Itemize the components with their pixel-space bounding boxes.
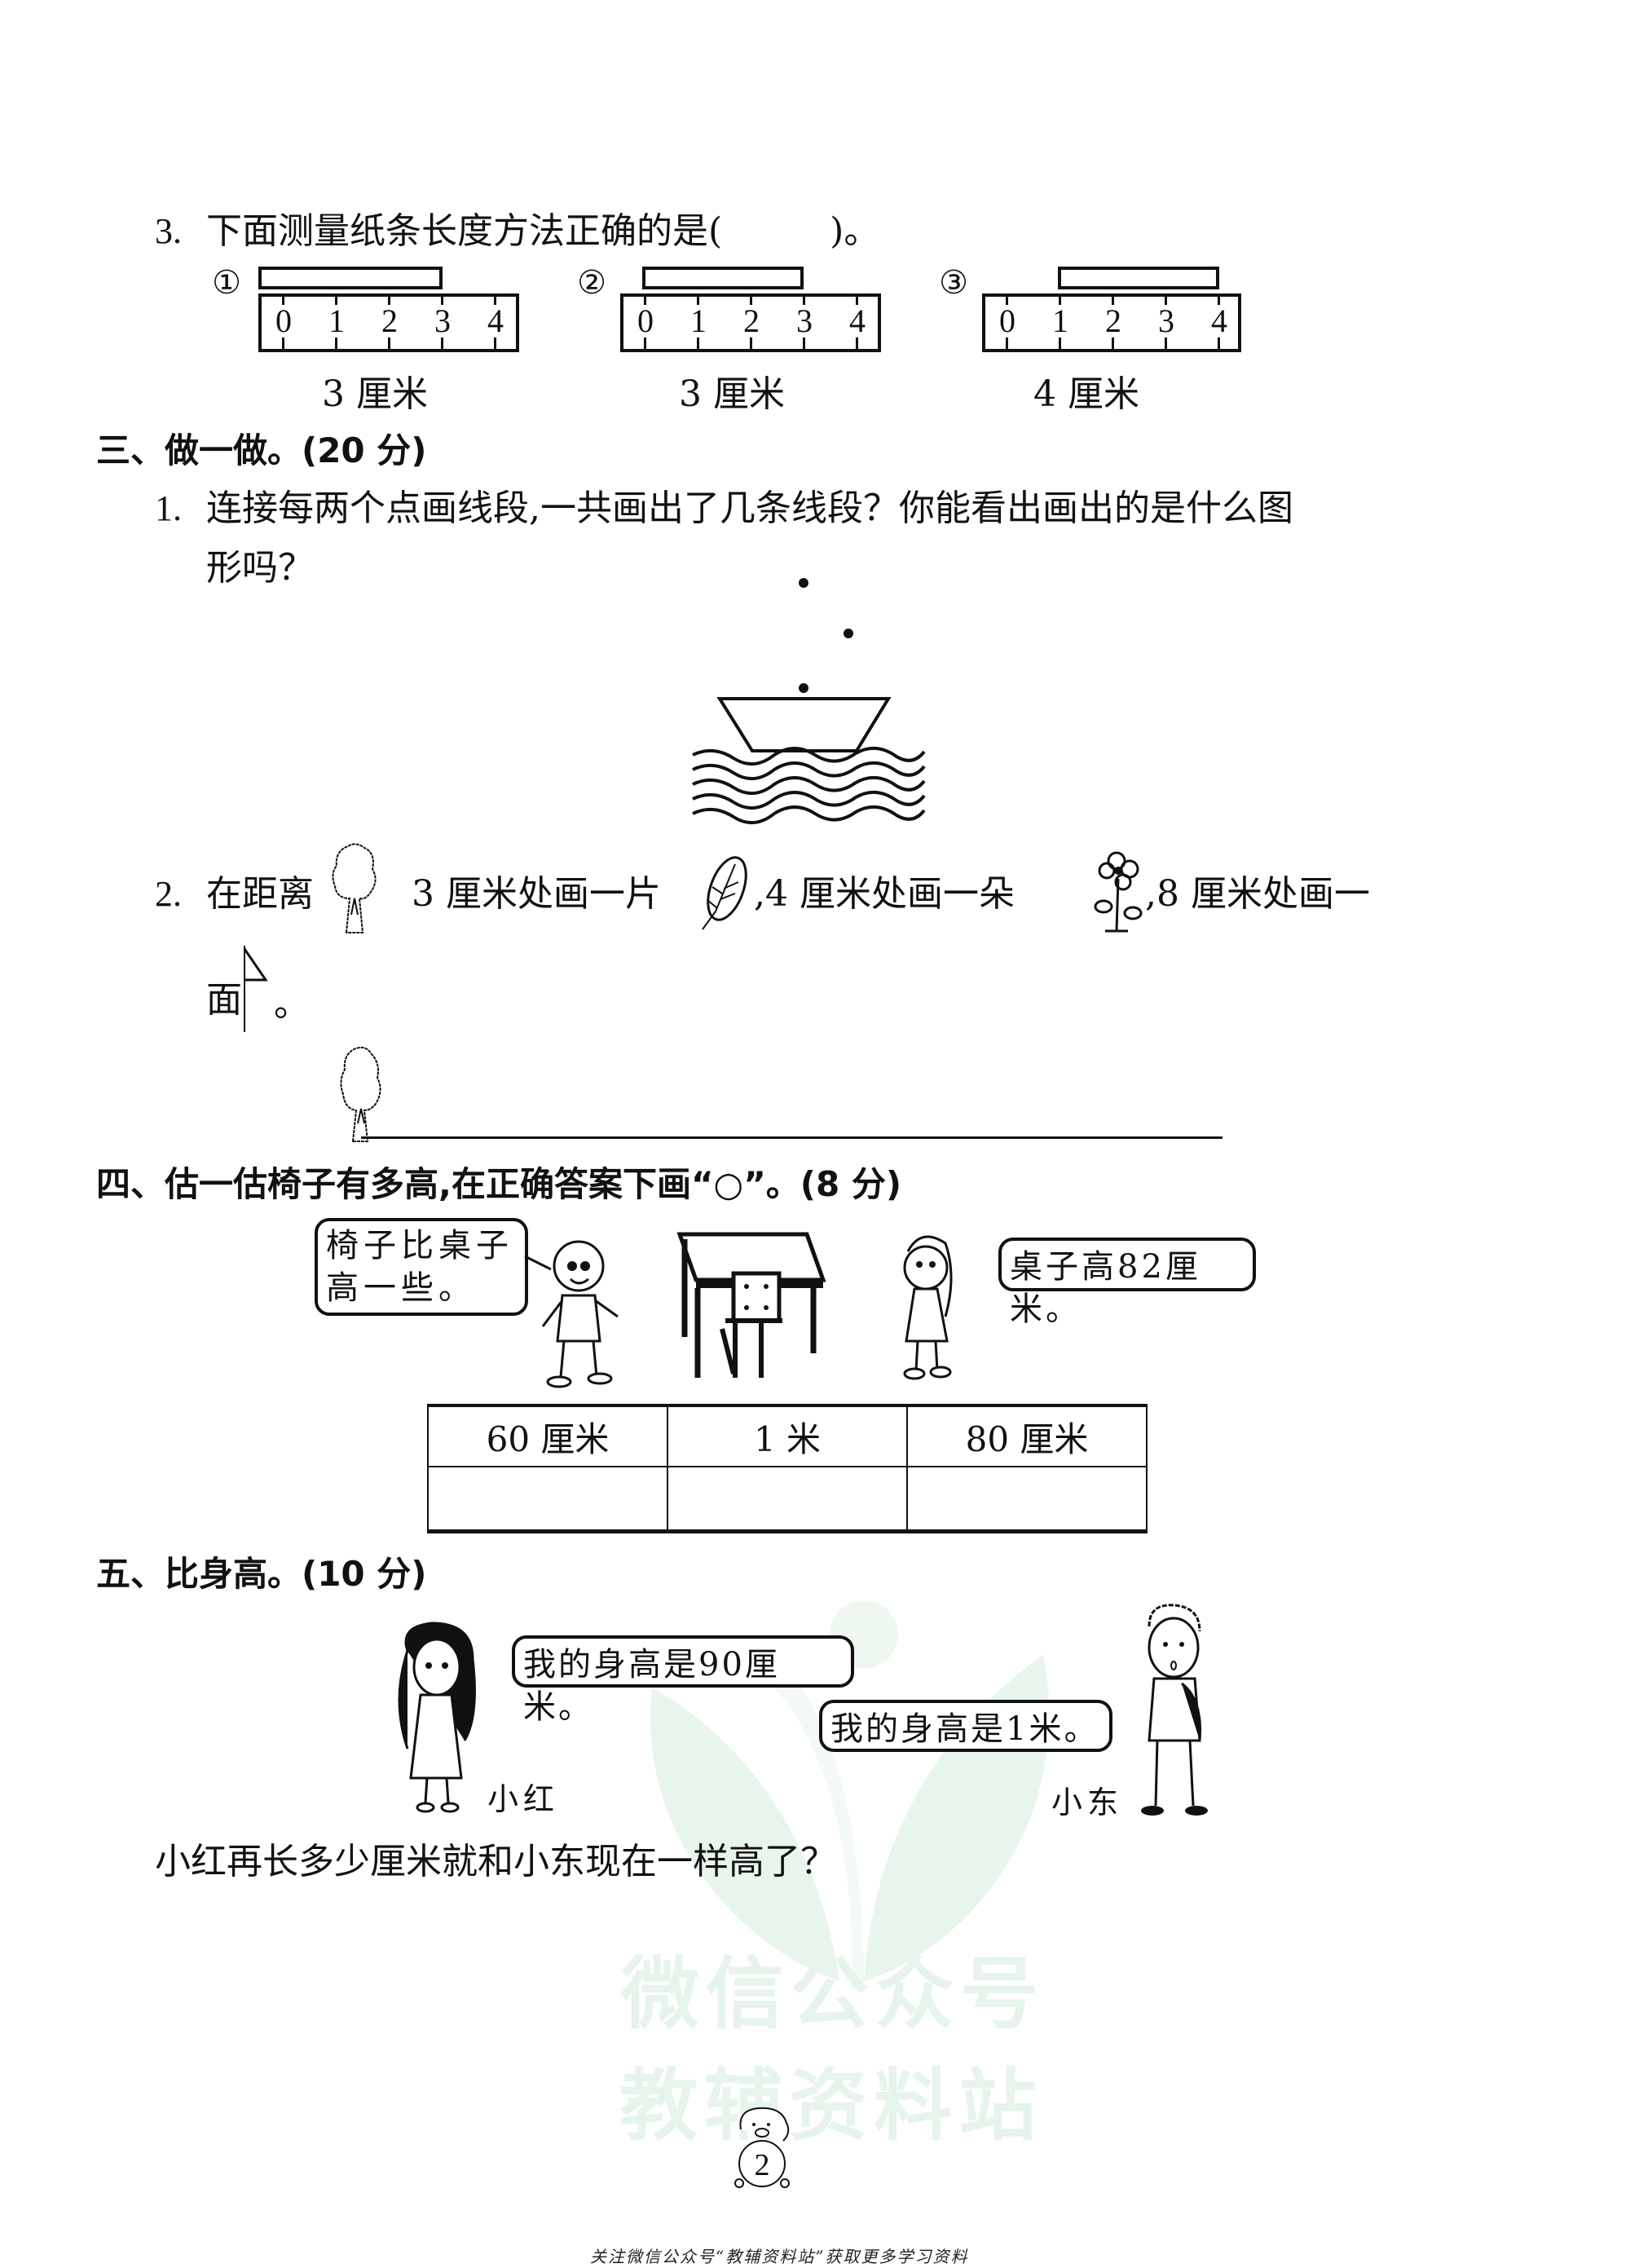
s3-q2-part3: ,4 厘米处画一朵 [754, 873, 1015, 915]
boy-bubble-line1: 椅子比桌子 [326, 1227, 513, 1264]
option-1-marker: ① [212, 264, 241, 301]
s3-q2-part5: 面 [206, 979, 242, 1021]
tree-icon [330, 841, 379, 938]
s3-q2-part6: 。 [274, 983, 310, 1025]
ruler-3-tick-0: 0 [998, 302, 1016, 339]
xiaodong-speech-bubble: 我的身高是1米。 [819, 1700, 1112, 1752]
xiaohong-label: 小红 [487, 1781, 560, 1817]
s3-q1-line1: 连接每两个点画线段,一共画出了几条线段？你能看出画出的是什么图 [206, 488, 1293, 529]
s5-question: 小红再长多少厘米就和小东现在一样高了？ [155, 1841, 836, 1882]
boy-figure [522, 1227, 652, 1393]
option-80cm: 80 厘米 [906, 1405, 1148, 1467]
ruler-2: 0 1 2 3 4 [620, 293, 881, 352]
option-1-caption: 3 厘米 [322, 373, 428, 415]
paper-strip-1 [258, 267, 443, 289]
ruler-2-tick-1: 1 [689, 302, 707, 339]
page-number: 2 [754, 2148, 770, 2182]
flag-icon [241, 944, 274, 1037]
xiaodong-figure [1125, 1602, 1214, 1825]
girl-bubble-text: 桌子高82厘米。 [1010, 1248, 1201, 1328]
ruler-1: 0 1 2 3 4 [258, 293, 519, 352]
option-60cm: 60 厘米 [427, 1405, 668, 1467]
ruler-1-tick-0: 0 [275, 302, 293, 339]
s3-q2-part1: 在距离 [206, 873, 314, 915]
ruler-1-tick-3: 3 [434, 302, 452, 339]
drawing-tree-icon [338, 1045, 383, 1146]
s3-q1-number: 1. [155, 488, 182, 528]
xiaodong-bubble-text: 我的身高是1米。 [830, 1710, 1099, 1748]
ruler-3-tick-3: 3 [1157, 302, 1175, 339]
xiaohong-bubble-text: 我的身高是90厘米。 [523, 1646, 780, 1726]
xiaohong-speech-bubble: 我的身高是90厘米。 [512, 1635, 854, 1726]
s3-q2-part2: 3 厘米处画一片 [412, 873, 661, 915]
s3-q2-number: 2. [155, 874, 182, 914]
chair-height-options-table: 60 厘米 1 米 80 厘米 [427, 1404, 1148, 1533]
s3-q1-line2: 形吗？ [206, 547, 314, 589]
xiaodong-label: 小东 [1051, 1785, 1124, 1820]
ruler-3-tick-4: 4 [1210, 302, 1228, 339]
leaf-icon [699, 854, 748, 935]
option-2-marker: ② [577, 264, 606, 301]
xiaohong-figure [383, 1618, 505, 1817]
option-2-caption: 3 厘米 [679, 373, 785, 415]
boat-dots-figure [668, 563, 962, 843]
watermark-line1: 微信公众号 [621, 1948, 1045, 2040]
girl-speech-bubble: 桌子高82厘米。 [998, 1238, 1256, 1328]
footer-note: 关注微信公众号“教辅资料站”获取更多学习资料 [590, 2247, 969, 2266]
option-3-marker: ③ [939, 264, 968, 301]
desk-chair-figure [676, 1231, 856, 1389]
paper-strip-2 [642, 267, 804, 289]
boy-bubble-line2: 高一些。 [326, 1269, 476, 1307]
answer-cell-1m[interactable] [667, 1466, 908, 1533]
flower-icon [1092, 846, 1149, 939]
pig-mascot-icon [734, 2107, 790, 2188]
page-number-badge: 2 [729, 2105, 795, 2198]
q3-text: 下面测量纸条长度方法正确的是( )。 [206, 210, 880, 252]
drawing-baseline[interactable] [361, 1136, 1222, 1139]
option-1m: 1 米 [667, 1405, 908, 1467]
ruler-1-tick-4: 4 [487, 302, 504, 339]
ruler-2-tick-3: 3 [795, 302, 813, 339]
girl-figure [888, 1227, 986, 1385]
ruler-2-tick-4: 4 [848, 302, 866, 339]
watermark-line2: 教辅资料站 [619, 2060, 1043, 2151]
ruler-3-tick-1: 1 [1051, 302, 1069, 339]
section-5-heading: 五、比身高。(10 分) [96, 1554, 427, 1594]
ruler-2-tick-0: 0 [637, 302, 654, 339]
section-3-heading: 三、做一做。(20 分) [96, 430, 427, 470]
s3-q2-part4: ,8 厘米处画一 [1145, 873, 1370, 915]
section-4-heading: 四、估一估椅子有多高,在正确答案下画“○”。(8 分) [96, 1164, 902, 1204]
boy-speech-bubble: 椅子比桌子 高一些。 [315, 1218, 528, 1316]
ruler-1-tick-2: 2 [381, 302, 399, 339]
paper-strip-3 [1058, 267, 1219, 289]
ruler-2-tick-2: 2 [742, 302, 760, 339]
ruler-1-tick-1: 1 [328, 302, 346, 339]
q3-number: 3. [155, 211, 182, 251]
answer-cell-80cm[interactable] [906, 1466, 1148, 1533]
option-3-caption: 4 厘米 [1033, 373, 1139, 415]
answer-cell-60cm[interactable] [427, 1466, 668, 1533]
ruler-3-tick-2: 2 [1104, 302, 1122, 339]
ruler-3: 0 1 2 3 4 [982, 293, 1241, 352]
